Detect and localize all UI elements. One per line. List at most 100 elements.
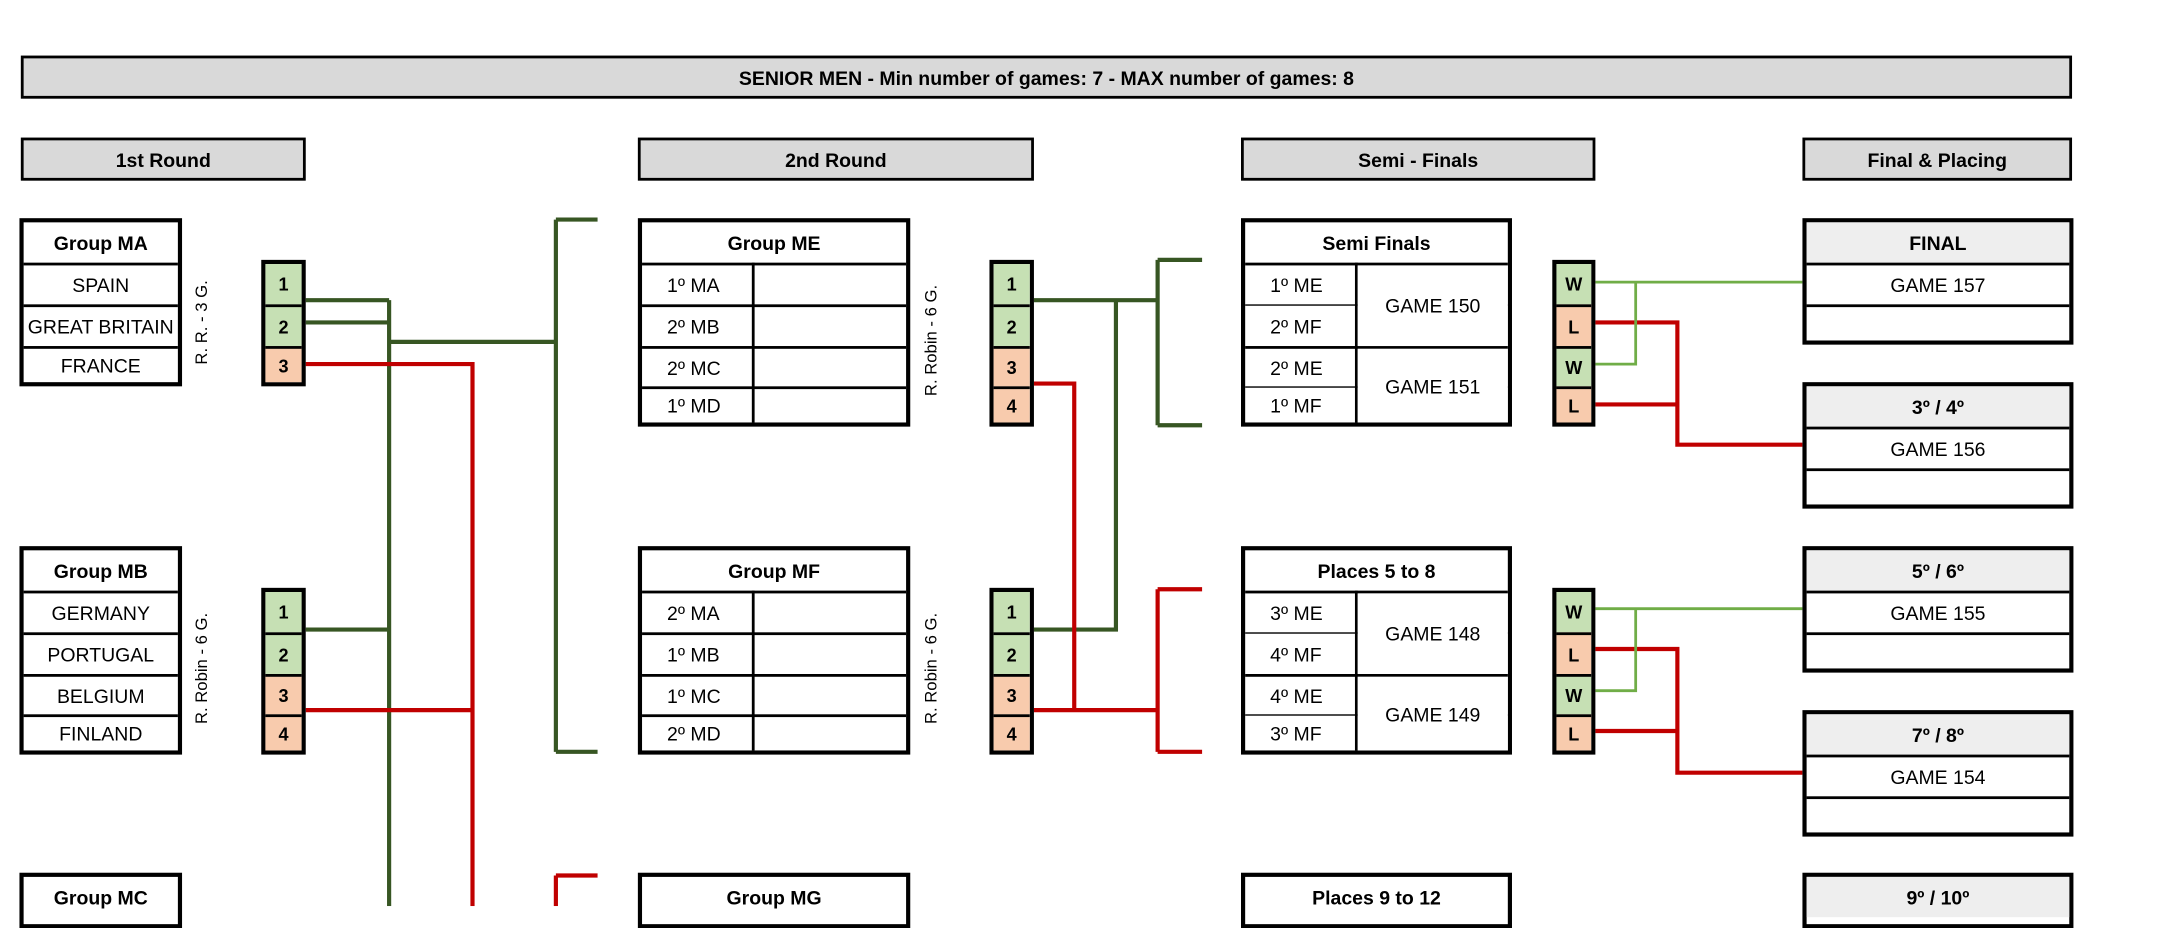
slot-row: 2º MA bbox=[642, 590, 907, 633]
group-mf-ranks: 1 2 3 4 bbox=[989, 587, 1034, 755]
result-row bbox=[1806, 304, 2070, 340]
slot-label: 2º MA bbox=[667, 601, 720, 624]
slot-label: 1º MD bbox=[667, 394, 721, 417]
round-header-semis: Semi - Finals bbox=[1241, 137, 1596, 181]
group-me-ranks: 1 2 3 4 bbox=[989, 259, 1034, 427]
game-row: GAME 155 bbox=[1806, 590, 2070, 633]
group-mg-table: Group MG bbox=[637, 872, 911, 928]
slot-row: 2º MB bbox=[642, 304, 907, 346]
loss-badge: L bbox=[1556, 714, 1592, 751]
game-row: GAME 157 bbox=[1806, 262, 2070, 305]
group-mb-title: Group MB bbox=[53, 559, 148, 582]
win-badge: W bbox=[1556, 346, 1592, 387]
rank-badge: 4 bbox=[265, 714, 302, 751]
seventh-place-box: 7º / 8º GAME 154 bbox=[1802, 710, 2074, 837]
ninth-place-box: 9º / 10º bbox=[1802, 872, 2074, 928]
game-label: GAME 148 bbox=[1357, 593, 1508, 675]
ninth-place-title: 9º / 10º bbox=[1806, 876, 2070, 918]
places-9-12-title: Places 9 to 12 bbox=[1312, 885, 1441, 909]
third-place-box: 3º / 4º GAME 156 bbox=[1802, 382, 2074, 509]
result-row bbox=[1806, 468, 2070, 504]
slot-label: 2º ME bbox=[1270, 356, 1323, 379]
game-label: GAME 149 bbox=[1357, 676, 1508, 751]
rank-badge: 1 bbox=[265, 264, 302, 305]
group-mf-table: Group MF 2º MA 1º MB 1º MC 2º MD bbox=[637, 546, 911, 755]
event-banner: SENIOR MEN - Min number of games: 7 - MA… bbox=[20, 55, 2073, 99]
semi-finals-table: Semi Finals 1º ME 2º MF 2º ME 1º MF GAME… bbox=[1241, 218, 1512, 427]
team-row: GERMANY bbox=[23, 590, 178, 633]
group-mf-title: Group MF bbox=[728, 559, 820, 582]
team-row: GREAT BRITAIN bbox=[23, 304, 178, 346]
group-ma-table: Group MA SPAIN GREAT BRITAIN FRANCE bbox=[19, 218, 183, 387]
group-ma-title: Group MA bbox=[53, 231, 148, 254]
group-mb-table: Group MB GERMANY PORTUGAL BELGIUM FINLAN… bbox=[19, 546, 183, 755]
final-box: FINAL GAME 157 bbox=[1802, 218, 2074, 345]
rank-badge: 2 bbox=[265, 304, 302, 347]
game-label: GAME 151 bbox=[1357, 348, 1508, 423]
group-mg-title: Group MG bbox=[726, 885, 822, 909]
final-lines bbox=[1595, 280, 1803, 693]
slot-label: 3º ME bbox=[1270, 601, 1323, 624]
fifth-place-title: 5º / 6º bbox=[1806, 550, 2070, 591]
round-header-final: Final & Placing bbox=[1802, 137, 2073, 181]
round-header-1: 1st Round bbox=[20, 137, 306, 181]
slot-row: 1º MB bbox=[642, 632, 907, 674]
group-me-title: Group ME bbox=[727, 231, 821, 254]
slot-row: 1º MD bbox=[642, 386, 907, 422]
rank-badge: 4 bbox=[993, 386, 1030, 423]
slot-row: 2º MD bbox=[642, 714, 907, 750]
rank-badge: 2 bbox=[993, 632, 1030, 675]
slot-row: 4º ME bbox=[1245, 674, 1508, 714]
group-mf-format: R. Robin - 6 G. bbox=[921, 612, 941, 725]
rank-badge: 3 bbox=[265, 674, 302, 715]
game-row: GAME 156 bbox=[1806, 426, 2070, 469]
rank-badge: 1 bbox=[993, 264, 1030, 305]
fifth-place-box: 5º / 6º GAME 155 bbox=[1802, 546, 2074, 673]
group-me-format: R. Robin - 6 G. bbox=[921, 284, 941, 397]
game-label: GAME 150 bbox=[1357, 265, 1508, 347]
advance-lines bbox=[305, 217, 1203, 907]
column-divider bbox=[1354, 590, 1358, 751]
win-badge: W bbox=[1556, 264, 1592, 305]
round-header-2: 2nd Round bbox=[637, 137, 1034, 181]
group-me-table: Group ME 1º MA 2º MB 2º MC 1º MD bbox=[637, 218, 911, 427]
bracket-connectors bbox=[305, 217, 1803, 907]
places-5-8-table: Places 5 to 8 3º ME 4º MF 4º ME 3º MF GA… bbox=[1241, 546, 1512, 755]
rank-badge: 3 bbox=[265, 346, 302, 383]
column-divider bbox=[1354, 262, 1358, 423]
loss-badge: L bbox=[1556, 304, 1592, 347]
slot-label: 1º ME bbox=[1270, 273, 1323, 297]
slot-label: 4º ME bbox=[1270, 684, 1323, 707]
third-place-title: 3º / 4º bbox=[1806, 386, 2070, 427]
team-row: PORTUGAL bbox=[23, 632, 178, 674]
places-5-8-results: W L W L bbox=[1552, 587, 1596, 755]
group-ma-format: R. R. - 3 G. bbox=[191, 280, 212, 365]
rank-badge: 3 bbox=[993, 346, 1030, 387]
group-mb-format: R. Robin - 6 G. bbox=[191, 612, 212, 725]
slot-label: 2º MF bbox=[1270, 314, 1322, 338]
rank-badge: 1 bbox=[993, 592, 1030, 633]
team-row: BELGIUM bbox=[23, 674, 178, 714]
column-divider bbox=[751, 590, 755, 751]
group-mc-table: Group MC bbox=[19, 872, 183, 928]
slot-label: 1º MF bbox=[1270, 393, 1322, 417]
slot-row: 2º ME bbox=[1245, 346, 1508, 386]
slot-label: 2º MC bbox=[667, 356, 721, 379]
slot-label: 3º MF bbox=[1270, 721, 1322, 745]
slot-row: 1º ME bbox=[1245, 262, 1508, 305]
slot-row: 1º MC bbox=[642, 674, 907, 714]
final-title: FINAL bbox=[1806, 222, 2070, 263]
rank-badge: 4 bbox=[993, 714, 1030, 751]
slot-row: 2º MC bbox=[642, 346, 907, 386]
group-mc-title: Group MC bbox=[53, 885, 148, 909]
semi-finals-results: W L W L bbox=[1552, 259, 1596, 427]
result-row bbox=[1806, 796, 2070, 832]
slot-label: 1º MC bbox=[667, 684, 721, 707]
slot-label: 2º MD bbox=[667, 722, 721, 745]
slot-label: 4º MF bbox=[1270, 642, 1322, 665]
team-row: FINLAND bbox=[23, 714, 178, 750]
rank-badge: 2 bbox=[265, 632, 302, 675]
team-row: SPAIN bbox=[23, 262, 178, 305]
team-row: FRANCE bbox=[23, 346, 178, 382]
rank-badge: 1 bbox=[265, 592, 302, 633]
